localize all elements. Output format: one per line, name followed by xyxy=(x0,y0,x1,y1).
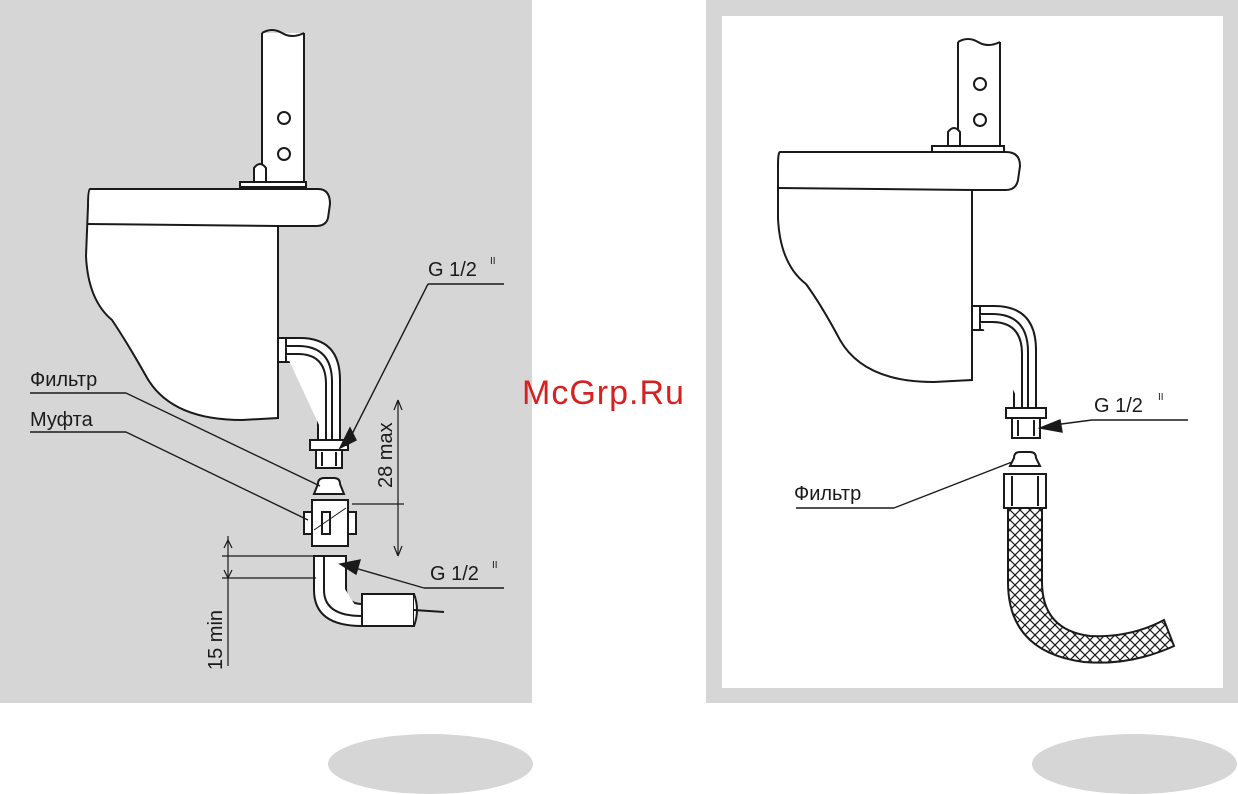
label-thread-bottom: G 1/2 xyxy=(430,563,479,585)
wall-rail-right xyxy=(958,39,1000,146)
label-thread-right: G 1/2 xyxy=(1094,395,1143,417)
label-filter-right: Фильтр xyxy=(794,483,861,505)
dimension-max: 28 max xyxy=(375,422,397,488)
dimension-min: 15 min xyxy=(205,610,227,670)
thread-mark-right: II xyxy=(1158,392,1164,403)
label-thread-top: G 1/2 xyxy=(428,259,477,281)
coupling-part xyxy=(304,500,356,546)
water-heater-body-right xyxy=(778,152,1020,382)
elbow-pipe xyxy=(278,338,340,440)
filter-part-right xyxy=(1010,452,1040,466)
label-coupling: Муфта xyxy=(30,409,94,431)
right-diagram xyxy=(778,39,1188,663)
thread-mark-bottom: II xyxy=(492,560,498,571)
watermark: McGrp.Ru xyxy=(522,374,685,413)
thread-mark-top: II xyxy=(490,256,496,267)
supply-elbow-pipe xyxy=(314,556,444,626)
label-filter-left: Фильтр xyxy=(30,369,97,391)
hex-nut-right xyxy=(1006,408,1046,438)
flexible-hose xyxy=(1004,474,1174,663)
elbow-pipe-right xyxy=(972,306,1036,408)
water-heater-body xyxy=(86,189,330,420)
wall-rail xyxy=(262,30,304,182)
right-diagram-labels: G 1/2 II Фильтр xyxy=(794,392,1164,505)
